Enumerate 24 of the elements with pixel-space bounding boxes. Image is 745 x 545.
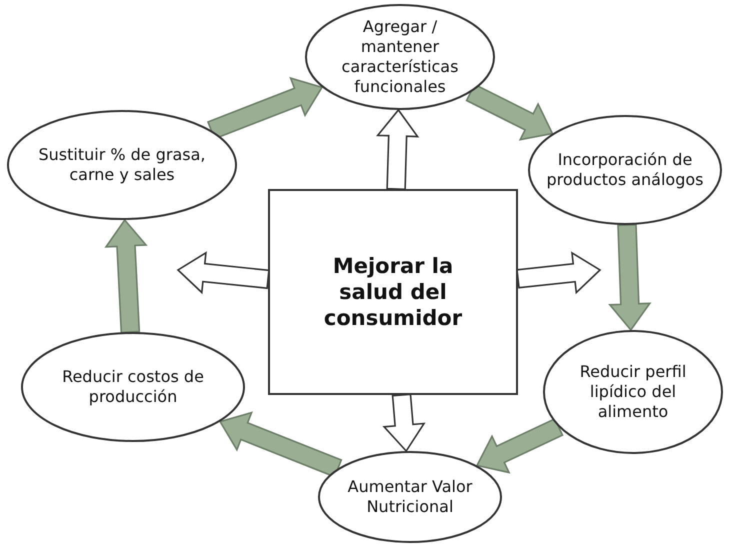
- square-box: [268, 189, 518, 395]
- node-text: Sustituir % de grasa, carne y sales: [37, 145, 206, 185]
- ellipse-node: [7, 110, 237, 220]
- block-arrow: [104, 218, 148, 334]
- node-text: Aumentar Valor Nutricional: [346, 477, 474, 517]
- block-arrow: [206, 76, 324, 140]
- ellipse-node: [528, 115, 722, 225]
- node-text: Incorporación de productos análogos: [545, 150, 704, 190]
- central-title: Mejorar la salud del consumidor: [322, 252, 464, 332]
- ellipse-node: [305, 4, 495, 110]
- block-arrow: [476, 418, 564, 474]
- ellipse-node: [543, 330, 723, 454]
- block-arrow: [176, 251, 270, 294]
- block-arrow: [218, 411, 342, 478]
- block-arrow: [608, 224, 652, 332]
- node-text: Reducir perfil lipídico del alimento: [578, 362, 688, 422]
- node-text: Reducir costos de producción: [61, 367, 205, 407]
- node-text: Agregar / mantener características funcionales: [340, 17, 460, 97]
- block-arrow: [516, 251, 602, 294]
- block-arrow: [382, 393, 426, 452]
- ellipse-node: [21, 332, 245, 442]
- block-arrow: [466, 83, 554, 141]
- ellipse-node: [318, 451, 502, 543]
- block-arrow: [376, 108, 420, 190]
